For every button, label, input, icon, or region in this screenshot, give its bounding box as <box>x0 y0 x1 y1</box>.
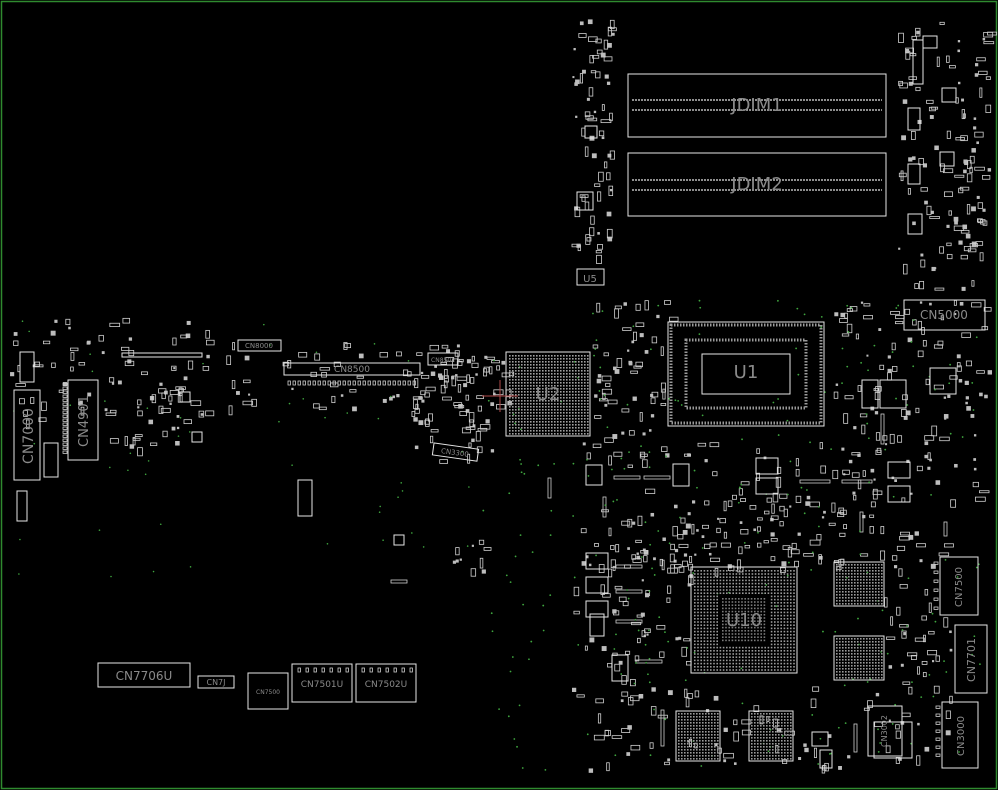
header-left-top[interactable] <box>19 351 35 383</box>
connector-bottom-strip[interactable] <box>121 352 203 358</box>
ic-small-3[interactable] <box>191 431 203 443</box>
vram-package-1[interactable] <box>833 561 885 607</box>
cn3002-label: CN3002 <box>880 715 889 747</box>
inductor-10[interactable] <box>589 613 605 637</box>
vram-package-3[interactable] <box>675 710 721 762</box>
memory-slot-jdim2[interactable]: JDIM2 <box>627 152 887 217</box>
ic-top-right-3[interactable] <box>939 151 955 167</box>
header-top-right[interactable] <box>912 39 924 85</box>
cn7701-label: CN7701 <box>965 638 978 682</box>
ic-right-square[interactable] <box>929 367 957 395</box>
jdim1-label: JDIM1 <box>730 95 782 116</box>
connector-cn7502u[interactable]: CN7502U <box>355 663 417 703</box>
cn5000-label: CN5000 <box>920 308 968 322</box>
cn3000-label: CN3000 <box>956 716 967 756</box>
chip-u2[interactable]: U2 <box>482 351 591 437</box>
ic-small-2[interactable] <box>179 391 191 403</box>
cn7j-label: CN7J <box>206 678 225 687</box>
inductor-5[interactable] <box>585 552 609 570</box>
capacitor-lower-2[interactable] <box>811 731 829 747</box>
connector-cn8500[interactable]: CN8500 <box>283 362 421 386</box>
inductor-2[interactable] <box>755 477 779 495</box>
cn8000-label: CN8000 <box>245 342 273 350</box>
connector-cn7701[interactable]: CN7701 <box>954 624 988 694</box>
connector-cn3300[interactable]: CN3300 <box>431 442 480 462</box>
capacitor-lower-1[interactable] <box>819 749 833 769</box>
ic-top-right-1[interactable] <box>922 35 938 49</box>
connector-cn7j[interactable]: CN7J <box>197 675 235 689</box>
connector-cn7500[interactable]: CN7500 <box>933 556 979 616</box>
inductor-4[interactable] <box>887 485 911 503</box>
memory-slot-jdim1[interactable]: JDIM1 <box>627 73 887 138</box>
header-left-low[interactable] <box>16 490 28 522</box>
cn4901-label: CN4901 <box>77 395 92 447</box>
inductor-7[interactable] <box>585 600 609 618</box>
header-right-3[interactable] <box>907 213 923 235</box>
cn8501-label: CN8501 <box>431 357 455 364</box>
u2-label: U2 <box>536 384 561 405</box>
connector-cn5000[interactable]: CN5000 <box>903 299 986 331</box>
connector-cn8000[interactable]: CN8000 <box>237 339 282 352</box>
inductor-6[interactable] <box>585 576 609 594</box>
header-left-mid[interactable] <box>43 442 59 478</box>
cn7501u-label: CN7501U <box>301 680 344 690</box>
pad-field <box>10 19 998 774</box>
ic-mid-left-1[interactable] <box>576 191 594 211</box>
chip-u5[interactable]: U5 <box>576 268 605 286</box>
connector-cn7000[interactable]: CN7000 <box>13 389 41 481</box>
cn7500-label: CN7500 <box>954 567 965 607</box>
chip-u1[interactable]: U1 <box>667 321 825 427</box>
header-right-4[interactable] <box>879 379 907 409</box>
inductor-3[interactable] <box>887 461 911 479</box>
connector-cn4901[interactable]: CN4901 <box>62 379 99 461</box>
inductor-1[interactable] <box>755 457 779 475</box>
connector-cn3002[interactable]: CN3002 <box>867 705 913 759</box>
connector-cn8501[interactable]: CN8501 <box>427 352 459 366</box>
connector-cn7706u[interactable]: CN7706U <box>97 662 191 688</box>
cn7500u-label: CN7500 <box>256 689 280 696</box>
connector-cn7501u[interactable]: CN7501U <box>291 663 353 703</box>
connector-cn3000[interactable]: CN3000 <box>935 701 979 769</box>
u1-label: U1 <box>734 362 759 383</box>
inductor-9[interactable] <box>672 463 690 487</box>
cn8500-label: CN8500 <box>334 365 370 375</box>
header-right-1[interactable] <box>907 107 921 131</box>
inductor-8[interactable] <box>585 464 603 486</box>
ic-top-right-2[interactable] <box>941 87 957 103</box>
connector-cn7500u[interactable]: CN7500 <box>247 672 289 710</box>
jdim2-label: JDIM2 <box>730 174 782 195</box>
header-center[interactable] <box>297 479 313 517</box>
ic-mid-left-2[interactable] <box>584 125 598 139</box>
vram-package-4[interactable] <box>748 710 794 762</box>
cn7502u-label: CN7502U <box>365 680 408 690</box>
cn7000-label: CN7000 <box>21 408 37 464</box>
u5-label: U5 <box>583 274 597 285</box>
via-field <box>13 299 981 771</box>
cn3300-label: CN3300 <box>440 447 469 459</box>
header-right-2[interactable] <box>907 163 921 185</box>
cn7706u-label: CN7706U <box>116 669 173 683</box>
ic-small-1[interactable] <box>393 534 405 546</box>
header-lower-right[interactable] <box>611 654 629 682</box>
header-right-5[interactable] <box>861 379 879 409</box>
chip-u10[interactable]: U10 <box>690 566 798 674</box>
vram-package-2[interactable] <box>833 635 885 681</box>
u10-label: U10 <box>726 610 762 631</box>
